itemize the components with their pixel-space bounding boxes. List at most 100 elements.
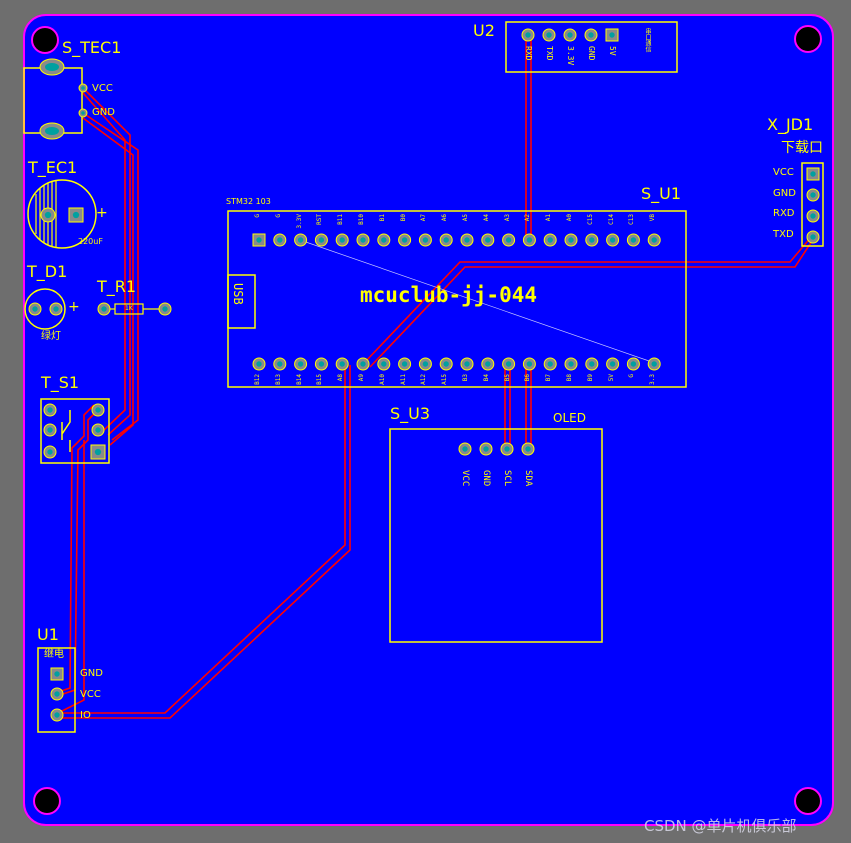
s-u3-pad (500, 442, 514, 456)
s-u1-top-pad (273, 233, 287, 247)
s-u1-pin-label: B5 (503, 374, 511, 382)
t-d1-pad (28, 302, 42, 316)
t-s1-pad (43, 403, 57, 417)
t-ec1-outline (27, 179, 97, 249)
t-s1-symbol (61, 410, 71, 452)
s-u1-top-pad (626, 233, 640, 247)
u2-pin-rxd: RXD (524, 46, 533, 61)
s-u1-bottom-pad (439, 357, 453, 371)
s-u1-bottom-pad (481, 357, 495, 371)
s-tec1-pin-pad (78, 108, 88, 118)
s-u3-ref: S_U3 (390, 404, 431, 423)
s-u1-bottom-pad (398, 357, 412, 371)
s-u1-bottom-pad (502, 357, 516, 371)
x-jd1-pin-vcc: VCC (773, 167, 794, 178)
u2-note: 串口通信 (644, 28, 651, 52)
s-u1-ref: S_U1 (641, 184, 682, 203)
track (58, 365, 346, 714)
x-jd1-pin-txd: TXD (773, 229, 794, 240)
track (369, 240, 813, 368)
s-u1-bottom-pad (626, 357, 640, 371)
ratsnest-line (299, 239, 653, 363)
s-u1-bottom-pad (252, 357, 266, 371)
s-tec1-ref: S_TEC1 (62, 38, 122, 57)
s-u1-bottom-pad (356, 357, 370, 371)
s-u1-pin-label: G (254, 214, 261, 218)
s-u1-pin-label: 5V (607, 374, 615, 382)
s-u1-pin-label: A12 (420, 374, 428, 385)
u1-title: 继电 (44, 649, 64, 660)
x-jd1-outline (801, 162, 824, 247)
u1-pad (50, 708, 64, 722)
u1-ref: U1 (37, 625, 59, 644)
t-s1-pad (91, 403, 105, 417)
u2-pin-txd: TXD (545, 46, 554, 61)
t-s1-outline (40, 398, 110, 464)
s-u1-bottom-pad (522, 357, 536, 371)
s-u3-pin-vcc: VCC (460, 470, 470, 487)
s-u1-pin-label: A15 (441, 374, 449, 385)
track (57, 404, 95, 693)
s-u1-pin-label: A11 (399, 374, 407, 385)
s-u1-pin-label: A1 (545, 214, 553, 222)
x-jd1-pad (806, 188, 820, 202)
t-r1-pad (97, 302, 111, 316)
t-d1-value: 绿灯 (41, 331, 61, 342)
s-tec1-pad (39, 122, 65, 140)
s-u1-pin-label: B11 (337, 214, 345, 225)
u1-pin-gnd: GND (80, 668, 103, 679)
s-u1-pin-label: 3.3V (295, 214, 303, 229)
s-u1-bottom-pad (606, 357, 620, 371)
t-ec1-plus: + (96, 205, 108, 221)
s-tec1-pad (39, 58, 65, 76)
s-u1-bottom-pad (377, 357, 391, 371)
s-u1-pin-label: B15 (316, 374, 324, 385)
s-u1-pin-label: B13 (274, 374, 282, 385)
s-u1-top-pad (314, 233, 328, 247)
s-u1-bottom-pad (273, 357, 287, 371)
s-u1-top-pad (460, 233, 474, 247)
t-s1-pad (43, 445, 57, 459)
x-jd1-pad (806, 230, 820, 244)
t-s1-pad (91, 423, 105, 437)
u1-pad (50, 687, 64, 701)
s-u1-pin-label: RST (316, 214, 324, 225)
s-u1-top-pad (398, 233, 412, 247)
x-jd1-pad (806, 209, 820, 223)
s-u1-top-pad (606, 233, 620, 247)
s-u1-top-pad (647, 233, 661, 247)
u2-pad (542, 28, 556, 42)
s-u1-bottom-pad (564, 357, 578, 371)
s-u1-pin-label: A8 (337, 374, 345, 382)
s-u1-top-pad (502, 233, 516, 247)
s-u1-pin-label: B12 (254, 374, 261, 385)
t-ec1-pad (40, 207, 56, 223)
s-u1-top-pad (252, 233, 266, 247)
u2-pad (605, 28, 619, 42)
s-u1-pin-label: B0 (399, 214, 407, 222)
s-u1-module: STM32 103 (226, 197, 271, 206)
s-u1-pin-label: 3.3 (649, 374, 657, 385)
s-u1-pin-label: A4 (482, 214, 490, 222)
s-tec1-pin-gnd: GND (92, 107, 115, 118)
s-u1-bottom-pad (543, 357, 557, 371)
board-substrate (23, 14, 834, 826)
track (82, 117, 134, 446)
s-u3-pad (479, 442, 493, 456)
s-u1-pin-label: B3 (462, 374, 469, 382)
t-r1-pad (158, 302, 172, 316)
s-u1-pin-label: B8 (566, 374, 573, 382)
x-jd1-pin-gnd: GND (773, 188, 796, 199)
track (58, 365, 351, 719)
s-u1-top-pad (585, 233, 599, 247)
s-u1-pin-label: B4 (482, 374, 490, 382)
s-u1-bottom-pad (418, 357, 432, 371)
s-u1-pin-label: B1 (378, 214, 386, 222)
s-u1-pin-label: C14 (607, 214, 615, 225)
t-d1-outline (24, 288, 66, 330)
t-ec1-value: 220uF (78, 237, 103, 246)
s-u1-bottom-pad (314, 357, 328, 371)
u2-outline (505, 21, 678, 73)
s-u1-pin-label: A6 (441, 214, 449, 222)
t-d1-pad (49, 302, 63, 316)
